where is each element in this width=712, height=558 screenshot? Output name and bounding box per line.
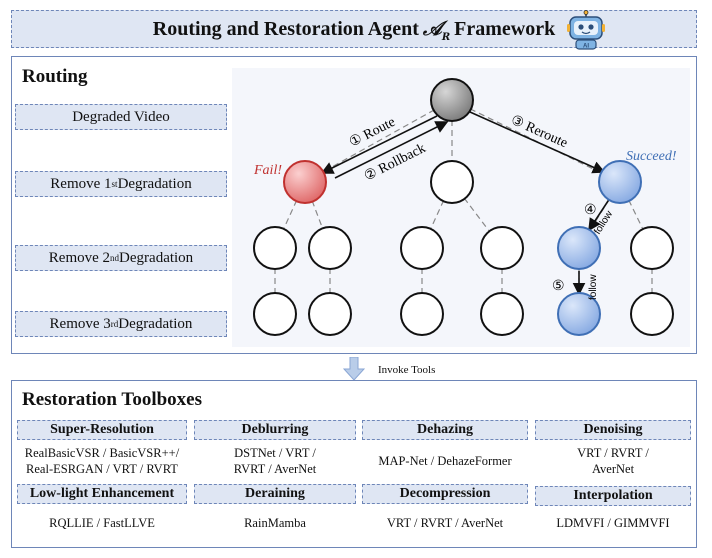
tools-deblurring: DSTNet / VRT / RVRT / AverNet bbox=[233, 446, 317, 476]
category-super-resolution: Super-Resolution bbox=[17, 420, 187, 440]
tree-node bbox=[308, 226, 352, 270]
category-dehazing: Dehazing bbox=[362, 420, 528, 440]
tree-node bbox=[253, 292, 297, 336]
tools-super-resolution: RealBasicVSR / BasicVSR++/ Real-ESRGAN /… bbox=[24, 446, 180, 476]
tree-node bbox=[480, 292, 524, 336]
tools-decompression: VRT / RVRT / AverNet bbox=[386, 516, 504, 530]
tools-interpolation: LDMVFI / GIMMVFI bbox=[556, 516, 670, 530]
tree-node bbox=[400, 292, 444, 336]
toolboxes-heading: Restoration Toolboxes bbox=[22, 389, 202, 410]
tree-node bbox=[630, 226, 674, 270]
routing-panel bbox=[11, 56, 697, 354]
tools-dehazing: MAP-Net / DehazeFormer bbox=[378, 454, 512, 468]
category-deblurring: Deblurring bbox=[194, 420, 356, 440]
failed-node bbox=[283, 160, 327, 204]
category-deraining: Deraining bbox=[194, 484, 356, 504]
tree-node bbox=[253, 226, 297, 270]
down-arrow-icon bbox=[343, 357, 365, 381]
tools-denoising: VRT / RVRT / AverNet bbox=[577, 446, 649, 476]
invoke-tools-label: Invoke Tools bbox=[378, 364, 436, 376]
title-before: Routing and Restoration Agent bbox=[152, 17, 419, 40]
follow-arrow-1 bbox=[588, 197, 611, 232]
routing-tree: ① Route ② Rollback ③ Reroute Fail! Succe… bbox=[253, 78, 677, 336]
category-decompression: Decompression bbox=[362, 484, 528, 504]
category-low-light: Low-light Enhancement bbox=[17, 484, 187, 504]
routing-heading: Routing bbox=[22, 66, 88, 87]
category-denoising: Denoising bbox=[535, 420, 691, 440]
stage-degraded-video: Degraded Video bbox=[15, 104, 227, 130]
reroute-arrow bbox=[469, 111, 606, 174]
follow-label-2: follow bbox=[588, 274, 599, 300]
title-after: Framework bbox=[454, 17, 556, 40]
route-arrow bbox=[320, 115, 438, 174]
agent-symbol: 𝒜R bbox=[422, 15, 451, 43]
tree-node bbox=[480, 226, 524, 270]
step4-marker: ④ bbox=[584, 203, 597, 218]
robot-icon: AI bbox=[567, 10, 605, 50]
route-label: ① Route bbox=[347, 115, 398, 151]
tree-node bbox=[630, 292, 674, 336]
tools-low-light: RQLLIE / FastLLVE bbox=[49, 516, 155, 530]
toolboxes-panel bbox=[11, 380, 697, 548]
tree-node bbox=[400, 226, 444, 270]
root-node bbox=[430, 78, 474, 122]
tree-node bbox=[308, 292, 352, 336]
followed-node-2 bbox=[557, 226, 601, 270]
rollback-arrow bbox=[334, 121, 449, 179]
tools-deraining: RainMamba bbox=[244, 516, 306, 530]
category-interpolation: Interpolation bbox=[535, 486, 691, 506]
followed-node-3 bbox=[557, 292, 601, 336]
succeeded-node bbox=[598, 160, 642, 204]
tree-node bbox=[430, 160, 474, 204]
step5-marker: ⑤ bbox=[552, 279, 565, 294]
fail-label: Fail! bbox=[253, 163, 282, 178]
svg-text:AI: AI bbox=[583, 44, 589, 50]
succeed-label: Succeed! bbox=[626, 149, 677, 164]
page-title: Routing and Restoration Agent 𝒜R Framewo… bbox=[12, 11, 696, 47]
